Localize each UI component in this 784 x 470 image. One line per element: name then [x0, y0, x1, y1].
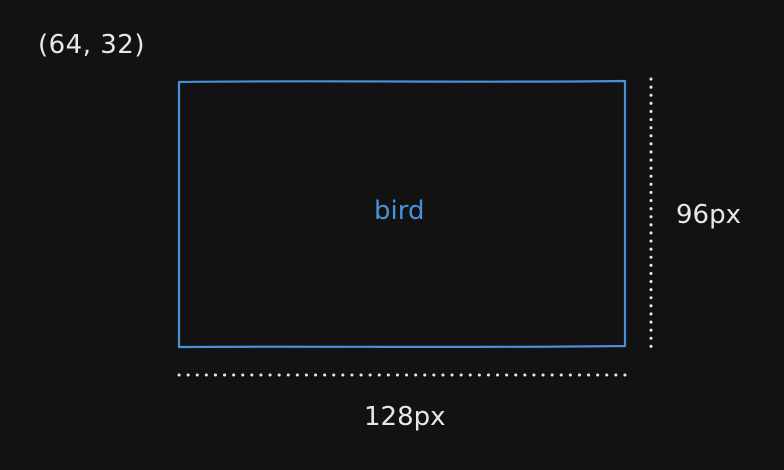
origin-coordinate-label: (64, 32) [38, 30, 145, 60]
height-label: 96px [676, 200, 741, 230]
bounding-box [177, 79, 627, 349]
width-label: 128px [364, 402, 446, 432]
box-class-label: bird [374, 196, 425, 226]
